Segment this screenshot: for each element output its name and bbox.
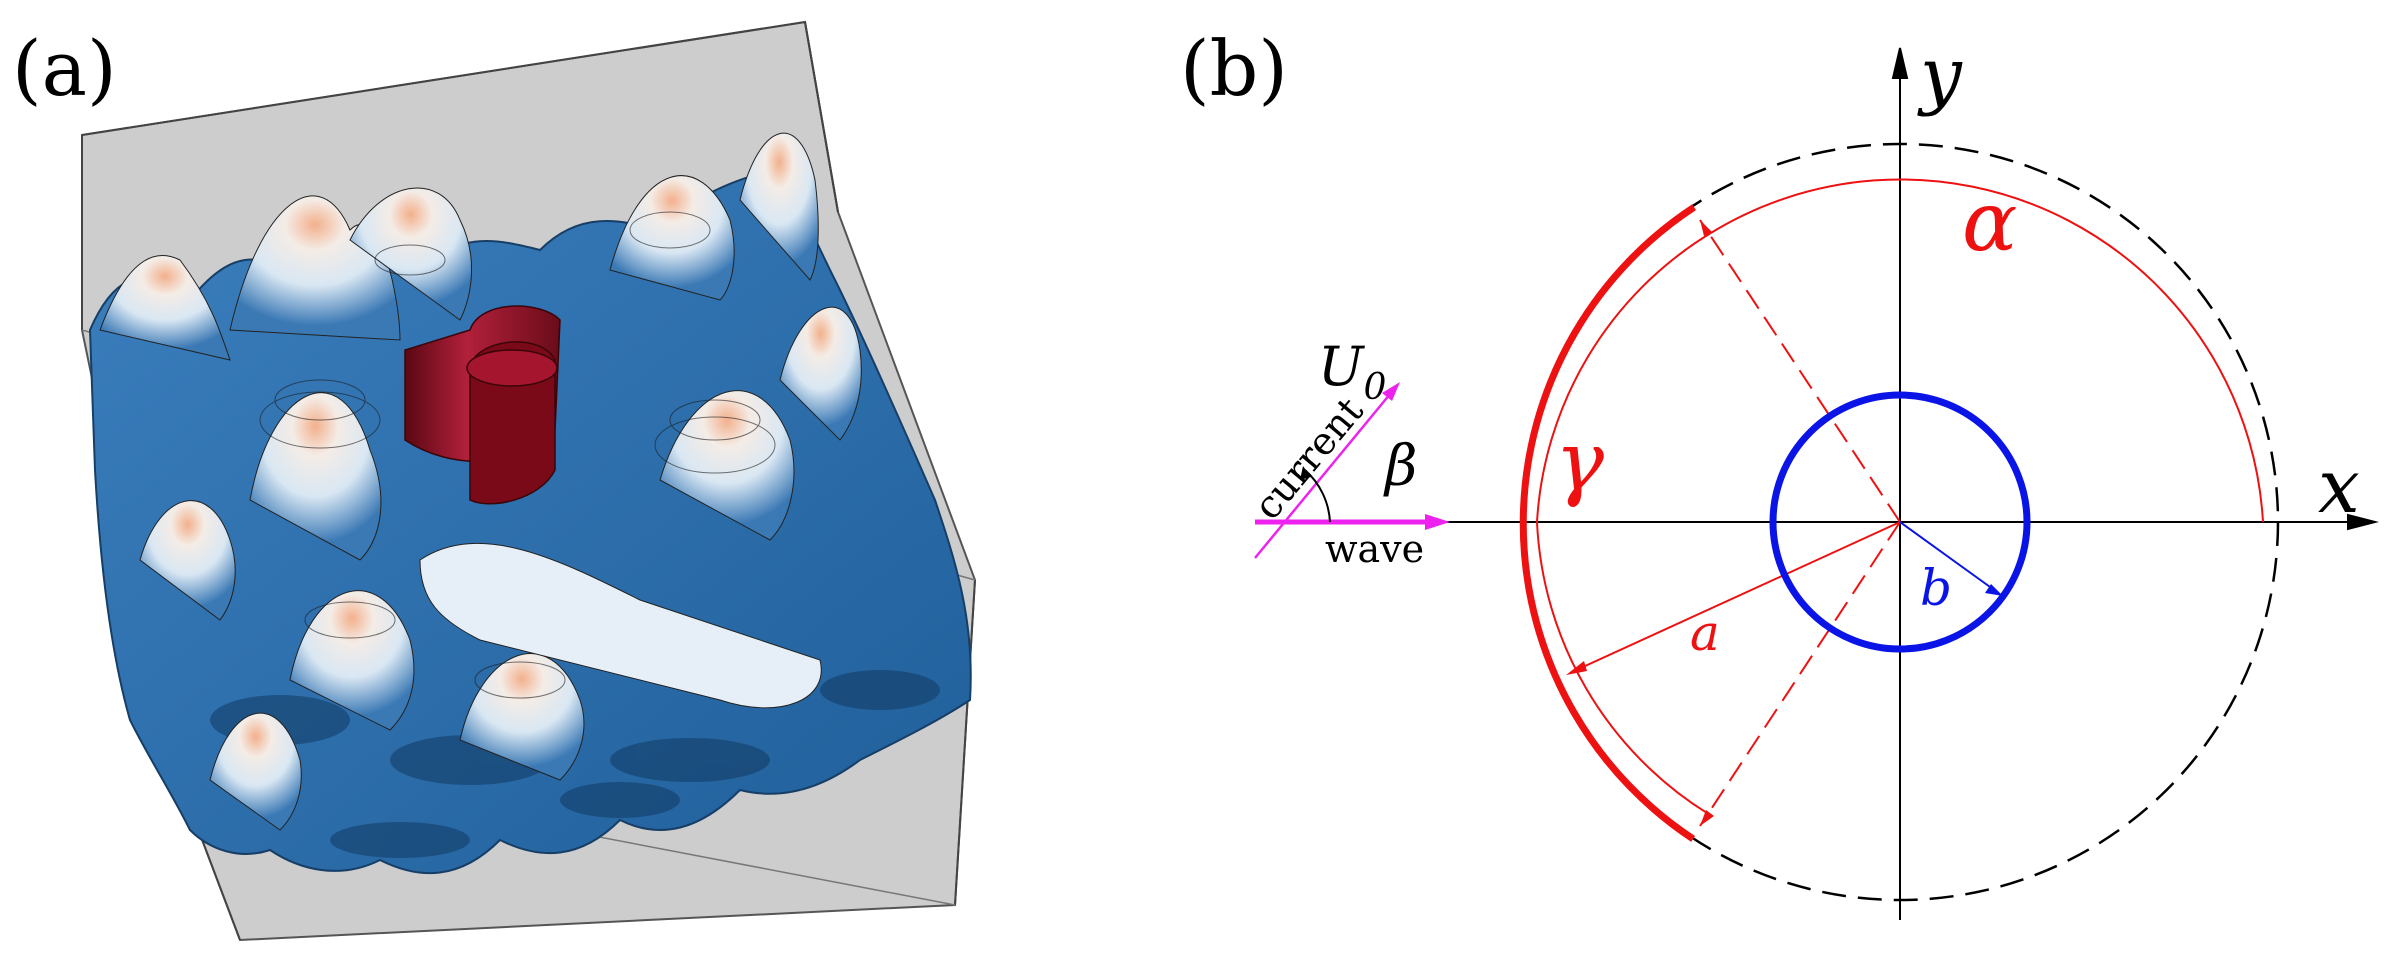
incidence-indicator — [1254, 382, 1450, 559]
cylinder-breakwater — [404, 305, 561, 505]
beta-label: β — [1383, 434, 1417, 499]
inner-gamma-arc — [1535, 232, 1711, 815]
panel-b: (b) x y a — [1180, 24, 2379, 920]
panel-b-label: (b) — [1180, 24, 1288, 113]
u0-subscript: 0 — [1364, 367, 1387, 408]
gamma-label: γ — [1555, 415, 1605, 510]
radial-arrowheads — [1700, 220, 1714, 826]
alpha-label: α — [1962, 175, 2017, 270]
surface-peaks — [99, 132, 862, 831]
outer-dashed-circle — [1520, 142, 2280, 902]
y-axis-arrow — [1891, 47, 1909, 79]
current-label: current — [1245, 389, 1371, 528]
panel-a: (a) — [12, 20, 977, 942]
beta-angle-arrow — [1300, 466, 1311, 480]
wave-label: wave — [1325, 527, 1424, 571]
gamma-thick-arc — [1519, 204, 1697, 842]
radius-b-line — [1899, 521, 1998, 593]
panel-a-label: (a) — [12, 24, 117, 113]
inner-cylinder-circle — [1769, 391, 2031, 653]
axes — [1255, 47, 2379, 920]
x-axis-label: x — [2318, 444, 2360, 530]
alpha-boundary-arc — [1709, 178, 2264, 523]
current-arrow — [1382, 382, 1400, 401]
radius-a-label: a — [1690, 604, 1720, 662]
radius-b-arrow — [1985, 584, 2003, 596]
u0-main: U — [1318, 335, 1365, 398]
u0-label: U0 — [1318, 335, 1386, 408]
radial-dashed-lines — [1699, 219, 1901, 827]
wave-arrow — [1425, 514, 1450, 530]
beta-angle-arc — [1304, 469, 1331, 523]
x-axis-arrow — [2347, 513, 2379, 531]
y-axis-label: y — [1917, 32, 1963, 118]
current-direction-line — [1254, 387, 1396, 559]
radius-b-label: b — [1920, 559, 1952, 617]
radius-a-arrow — [1566, 661, 1587, 675]
radius-a-line — [1571, 521, 1901, 673]
contour-lines — [259, 211, 776, 699]
